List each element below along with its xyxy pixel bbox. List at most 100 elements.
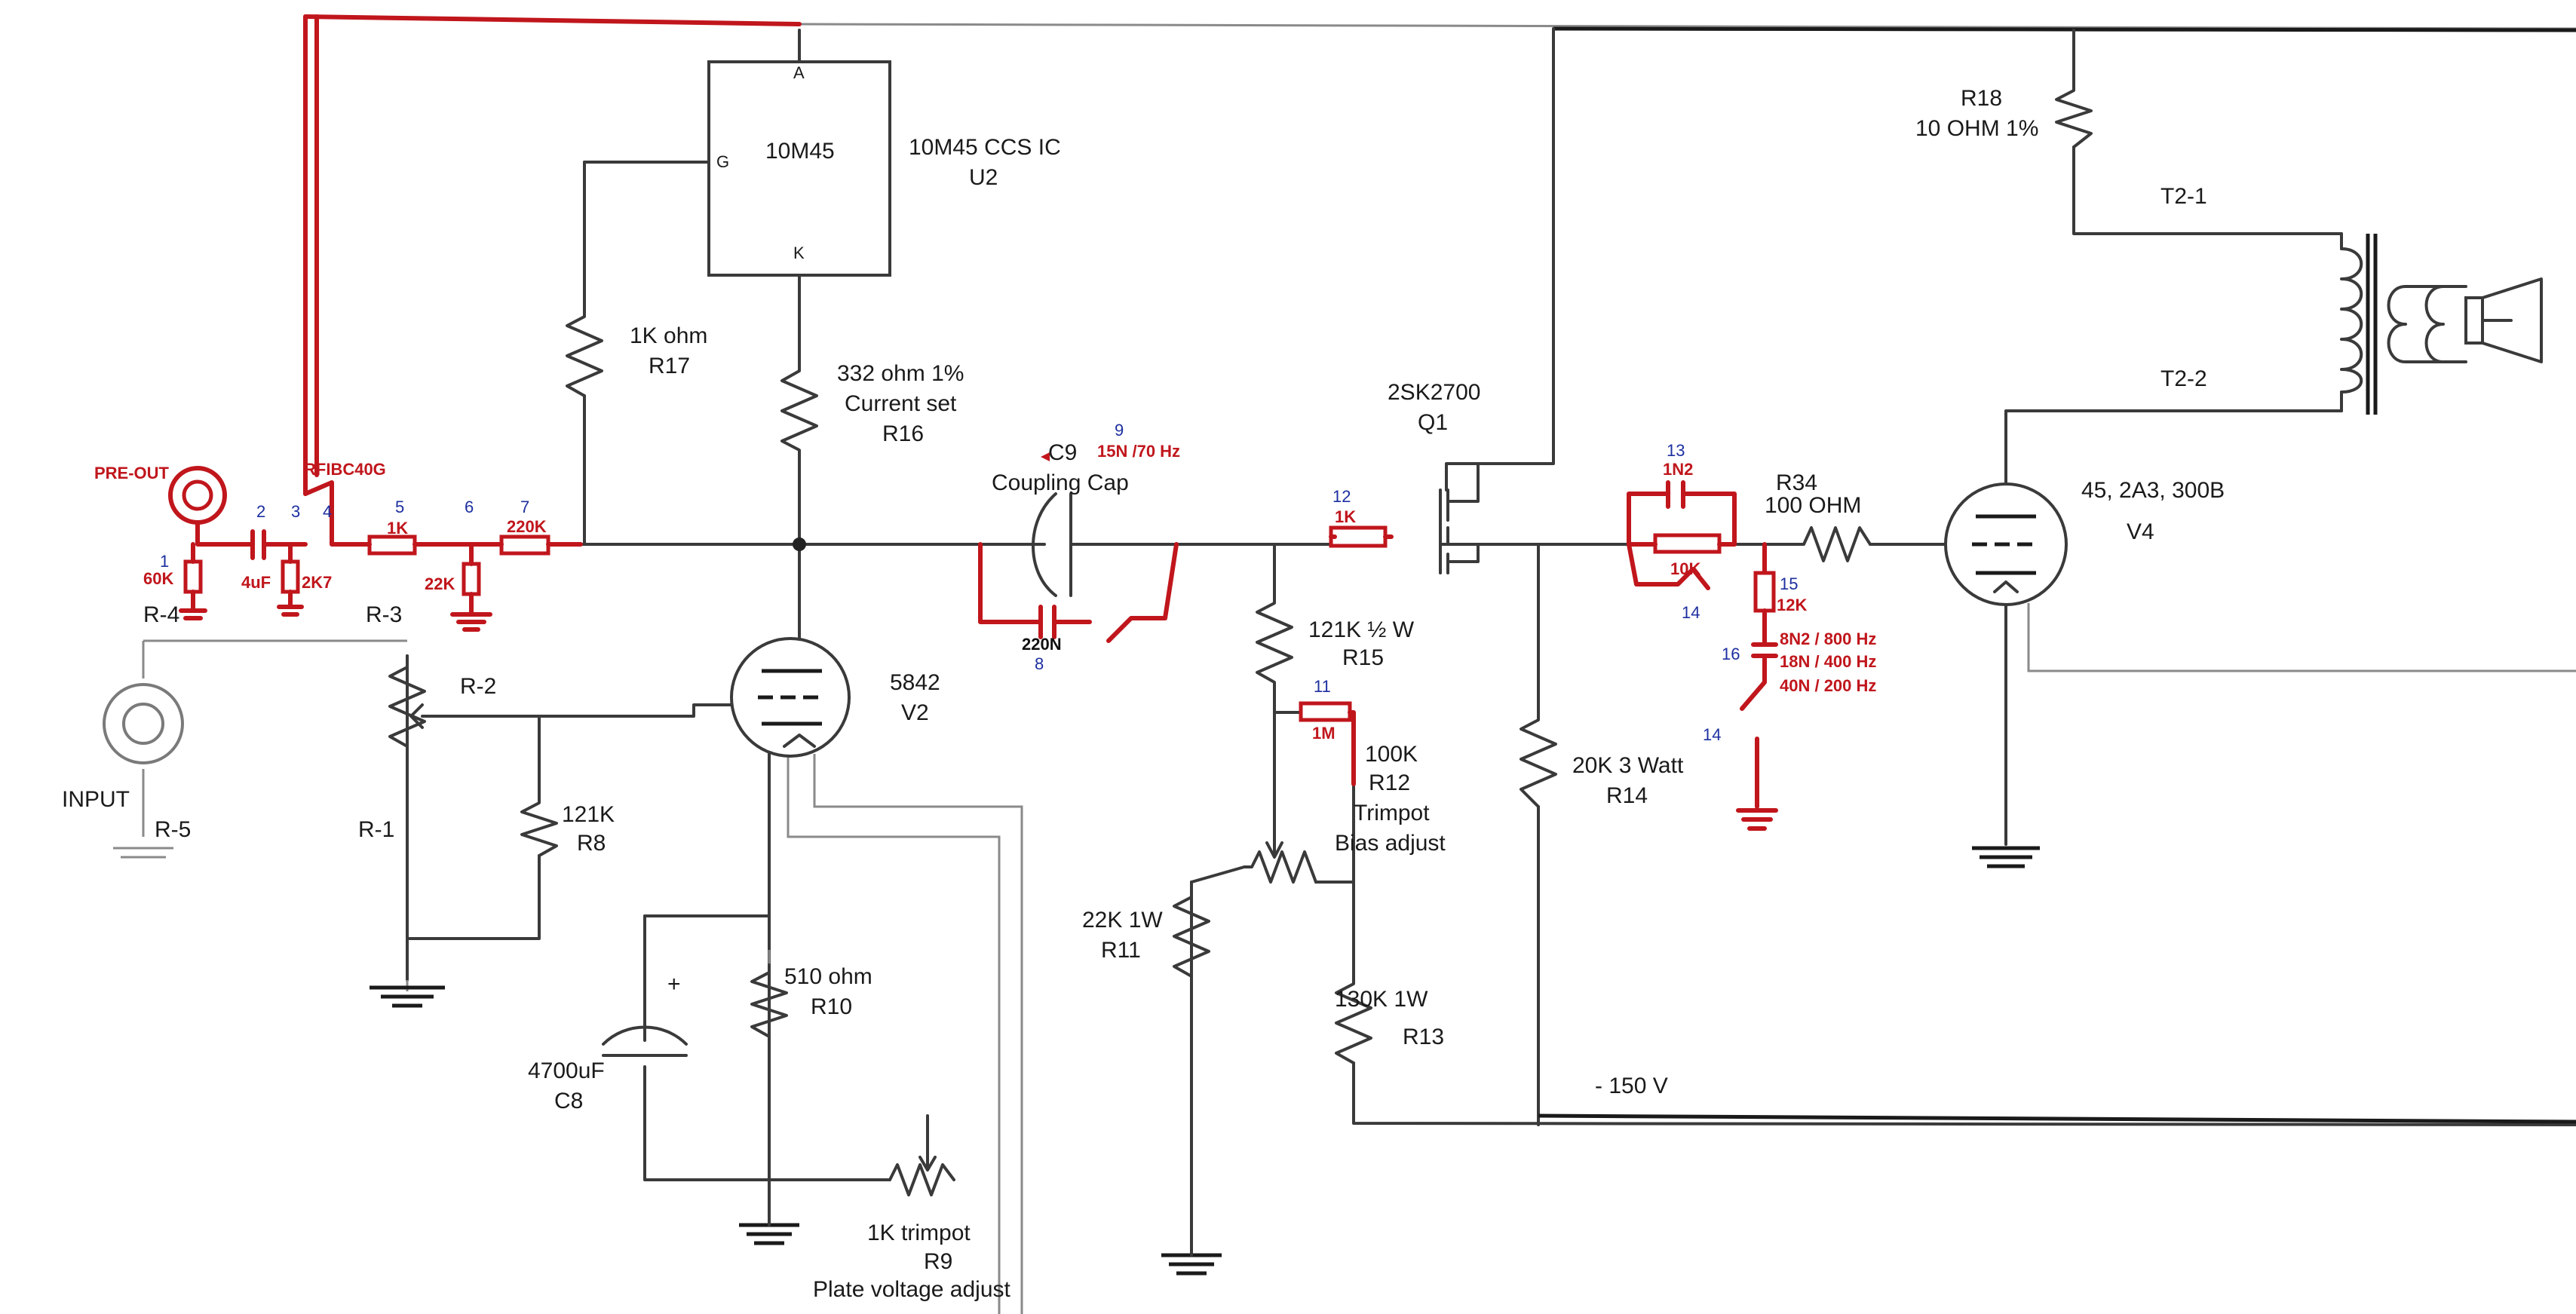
- r10-value: 510 ohm: [784, 964, 872, 989]
- note-2: 2: [256, 502, 265, 521]
- tube-v4: [1944, 482, 2068, 606]
- r5-label: R-5: [155, 817, 191, 842]
- resistor-r11: [1173, 881, 1210, 978]
- r18-value: 10 OHM 1%: [1915, 116, 2038, 141]
- note-1: 1: [160, 552, 169, 571]
- note-7: 7: [520, 498, 529, 516]
- neg-150v: - 150 V: [1595, 1074, 1668, 1098]
- r12-ref: R12: [1369, 770, 1410, 795]
- selector-cap-2: 18N / 400 Hz: [1780, 652, 1876, 671]
- r-2k7-label: 2K7: [302, 573, 332, 592]
- note-6: 6: [465, 498, 474, 516]
- v2-part: 5842: [890, 670, 940, 695]
- resistor-r14: [1520, 707, 1557, 808]
- r9-note: Plate voltage adjust: [813, 1277, 1011, 1302]
- r16-note: Current set: [845, 391, 957, 416]
- capacitors: [602, 492, 1155, 1057]
- resistors: [388, 81, 2093, 1196]
- red-modifications: [168, 14, 1778, 831]
- r2-label: R-2: [460, 674, 496, 699]
- wiring: [142, 23, 2576, 1314]
- pre-out-label: PRE-OUT: [94, 464, 170, 482]
- r8-value: 121K: [562, 802, 615, 827]
- c8-plus: +: [667, 972, 681, 997]
- r14-value: 20K 3 Watt: [1572, 753, 1684, 778]
- r9-ref: R9: [924, 1249, 952, 1274]
- ic-desc-line2: U2: [969, 165, 998, 190]
- component-labels: 1K ohm R17 332 ohm 1% Current set R16 C9…: [62, 86, 2225, 1302]
- resistor-r15: [1256, 594, 1293, 688]
- resistor-r9-trimpot: [881, 1163, 955, 1196]
- c9-ref: C9: [1048, 440, 1077, 465]
- v4-ref: V4: [2127, 519, 2154, 544]
- c9-new-value: 15N /70 Hz: [1097, 442, 1180, 461]
- ground-symbols: [113, 846, 2040, 1276]
- note-14b: 14: [1703, 725, 1721, 744]
- r12-note1: Trimpot: [1354, 801, 1430, 825]
- note-5: 5: [395, 498, 404, 516]
- resistor-r1-r2-pot: [388, 654, 426, 748]
- note-4: 4: [323, 502, 332, 521]
- r13-ref: R13: [1403, 1025, 1444, 1049]
- r15-value: 121K ½ W: [1308, 617, 1415, 642]
- r-22k-label: 22K: [425, 574, 455, 593]
- ic-pin-g: G: [716, 152, 729, 171]
- resistor-r8: [520, 794, 558, 857]
- resistor-r16: [780, 360, 818, 461]
- rfibc-label: RFIBC40G: [304, 460, 386, 479]
- c9-note: Coupling Cap: [992, 470, 1129, 495]
- tube-v2: [730, 637, 851, 758]
- note-13: 13: [1667, 441, 1685, 460]
- r18-ref: R18: [1961, 86, 2002, 111]
- c-220n-label: 220N: [1022, 635, 1062, 654]
- modification-labels: PRE-OUT RFIBC40G 1 2 3 4 5 6 7 60K 4uF 2…: [94, 421, 1876, 744]
- note-15: 15: [1780, 574, 1798, 593]
- q1-part: 2SK2700: [1388, 380, 1480, 405]
- r34-ref: R34: [1776, 470, 1817, 495]
- note-16: 16: [1722, 645, 1740, 663]
- resistor-r10: [750, 963, 788, 1038]
- input-jack-icon: [103, 683, 184, 764]
- r11-ref: R11: [1101, 938, 1141, 963]
- input-label: INPUT: [62, 787, 130, 812]
- resistor-r34: [1793, 526, 1872, 562]
- note-3: 3: [291, 502, 300, 521]
- r34-value: 100 OHM: [1765, 493, 1861, 518]
- r16-value: 332 ohm 1%: [837, 361, 964, 386]
- c-4uf-label: 4uF: [241, 573, 271, 592]
- r-10k-label: 10K: [1670, 559, 1700, 578]
- selector-cap-3: 40N / 200 Hz: [1780, 676, 1876, 695]
- output-transformer: [2340, 247, 2445, 394]
- r10-ref: R10: [811, 994, 852, 1019]
- r12-value: 100K: [1365, 742, 1418, 767]
- r-1k-5-label: 1K: [387, 519, 408, 538]
- r-1m-label: 1M: [1312, 724, 1336, 743]
- ic-u2: A G K 10M45 10M45 CCS IC U2: [707, 60, 1061, 277]
- r11-value: 22K 1W: [1082, 908, 1163, 933]
- c8-ref: C8: [554, 1089, 583, 1113]
- r16-ref: R16: [882, 421, 924, 446]
- resistor-r17: [566, 304, 603, 397]
- ic-pin-a: A: [793, 63, 805, 82]
- c-1n2-label: 1N2: [1663, 460, 1693, 479]
- r-60k-label: 60K: [143, 569, 173, 588]
- ic-pin-k: K: [793, 244, 805, 262]
- r-220k-label: 220K: [507, 517, 547, 536]
- v4-part: 45, 2A3, 300B: [2081, 478, 2225, 503]
- c8-value: 4700uF: [528, 1058, 605, 1083]
- q1-ref: Q1: [1418, 410, 1448, 435]
- resistor-r12-trimpot: [1243, 850, 1317, 884]
- r17-ref: R17: [649, 354, 690, 378]
- r-12k-label: 12K: [1777, 596, 1807, 614]
- ic-name: 10M45: [765, 139, 835, 164]
- resistor-r18: [2055, 81, 2093, 149]
- r14-ref: R14: [1606, 783, 1648, 808]
- note-12: 12: [1332, 487, 1351, 506]
- t2-1-label: T2-1: [2160, 184, 2207, 209]
- r-1k-12-label: 1K: [1335, 507, 1356, 526]
- selector-cap-1: 8N2 / 800 Hz: [1780, 629, 1876, 648]
- resistor-r13: [1335, 971, 1372, 1064]
- r12-note2: Bias adjust: [1335, 831, 1446, 856]
- r13-value: 130K 1W: [1335, 987, 1428, 1012]
- c-220n-num: 8: [1035, 654, 1044, 673]
